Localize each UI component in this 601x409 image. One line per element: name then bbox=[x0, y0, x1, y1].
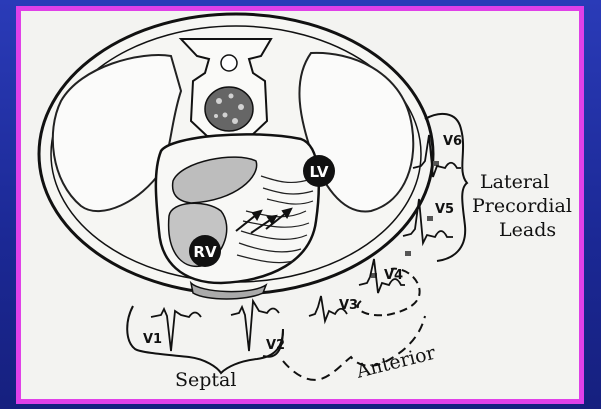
lead-label-v1: V1 bbox=[143, 333, 162, 346]
lead-label-v5: V5 bbox=[435, 203, 454, 216]
lead-label-v4: V4 bbox=[384, 269, 403, 282]
septal-label: Septal bbox=[175, 371, 236, 390]
lateral-label-line3: Leads bbox=[499, 221, 556, 240]
spinal-canal bbox=[221, 55, 237, 71]
lead-label-v2: V2 bbox=[266, 339, 285, 352]
lateral-label-line2: Precordial bbox=[472, 197, 572, 216]
lead-label-v3: V3 bbox=[339, 299, 358, 312]
lead-label-v6: V6 bbox=[443, 135, 462, 148]
vertebral-body bbox=[205, 87, 253, 131]
rv-label: RV bbox=[193, 243, 217, 261]
figure-frame: LV RV bbox=[16, 6, 584, 404]
lv-label: LV bbox=[309, 163, 328, 181]
lateral-label-line1: Lateral bbox=[480, 173, 549, 192]
